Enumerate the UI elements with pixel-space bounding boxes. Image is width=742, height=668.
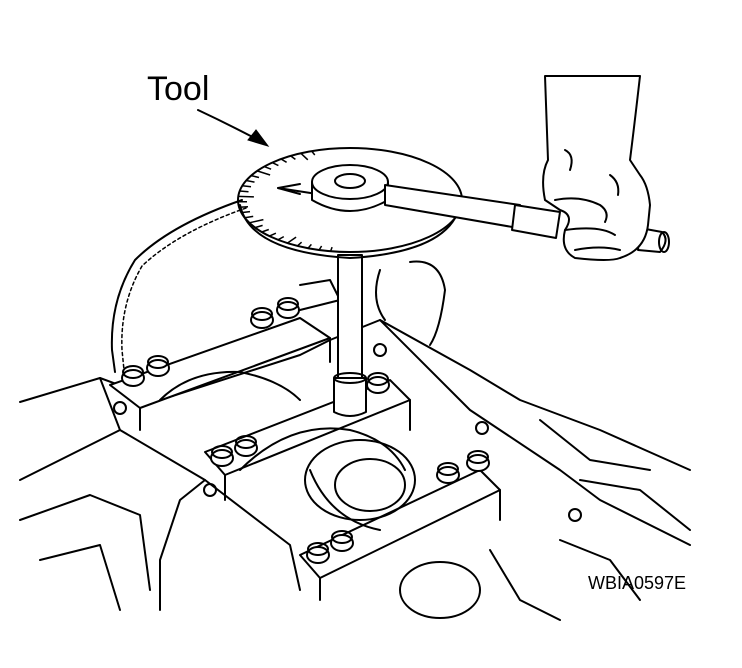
tool-leader-arrow: [197, 109, 270, 147]
dial-tick: [241, 210, 251, 214]
dial-tick: [254, 224, 263, 229]
dial-tick: [250, 174, 260, 179]
dial-tick: [246, 179, 255, 183]
dowel-holes: [113, 343, 582, 522]
dial-tick: [271, 161, 279, 167]
cylinder-block: [19, 319, 691, 621]
dial-tick: [239, 205, 249, 208]
dial-tick: [239, 190, 249, 193]
dial-tick: [286, 236, 297, 244]
dial-tick: [238, 195, 254, 198]
dial-tick: [307, 243, 312, 249]
dial-tick: [300, 152, 309, 161]
bolt: [121, 365, 145, 387]
dial-tick: [269, 232, 277, 237]
crankshaft-journal: [304, 439, 481, 619]
bolt: [436, 462, 460, 484]
dial-tick: [277, 235, 285, 241]
bolt: [250, 307, 274, 329]
bearing-cap-rear: [299, 469, 501, 601]
dial-tick: [244, 215, 254, 219]
bearing-cap-front: [109, 317, 331, 431]
dial-tick: [329, 246, 333, 252]
socket-extension: [333, 254, 367, 417]
dial-tick: [296, 241, 303, 247]
cap-bolts: [121, 297, 490, 564]
bolt: [466, 450, 490, 472]
tool-label: Tool: [147, 70, 210, 108]
bolt: [210, 445, 234, 467]
bolt: [146, 355, 170, 377]
dial-tick: [249, 218, 264, 224]
housing-boss: [299, 260, 446, 346]
operator-hand: [542, 75, 651, 261]
bolt: [366, 372, 390, 394]
dial-tick: [263, 165, 272, 170]
dial-tick: [242, 184, 252, 188]
dial-tick: [311, 150, 316, 156]
angle-gauge-tool: [237, 147, 463, 259]
bolt: [306, 542, 330, 564]
figure-code: WBIA0597E: [588, 573, 687, 593]
dial-tick: [318, 245, 323, 251]
dial-tick: [261, 228, 270, 233]
dial-tick: [280, 158, 287, 163]
dial-tick: [290, 155, 296, 161]
bolt: [234, 435, 258, 457]
bolt: [276, 297, 300, 319]
bolt: [330, 530, 354, 552]
dial-tick: [256, 170, 271, 176]
gauge-cord: [110, 199, 247, 373]
